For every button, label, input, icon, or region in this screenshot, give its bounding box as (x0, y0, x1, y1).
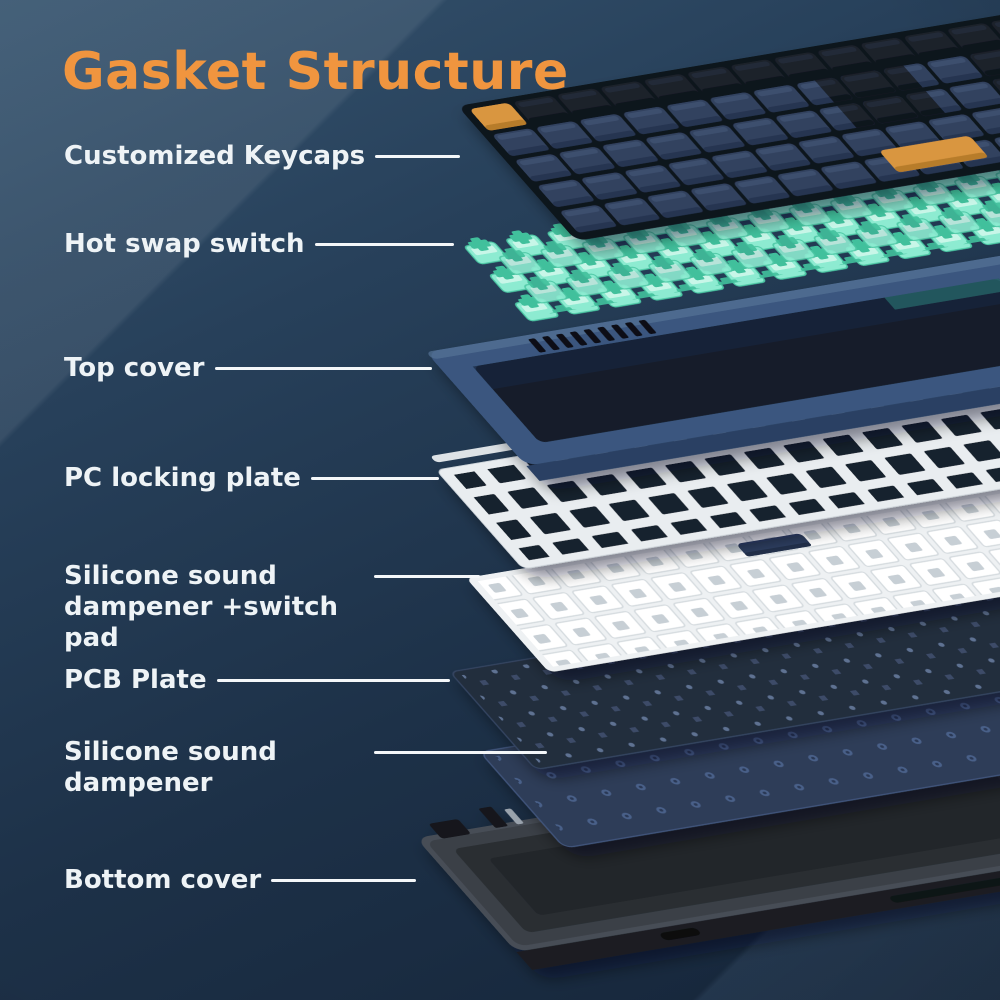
metal-pin (504, 808, 524, 825)
label-customized-keycaps: Customized Keycaps (64, 141, 460, 172)
accent-piece (738, 533, 812, 557)
label-text: Silicone sound dampener +switch pad (64, 561, 339, 653)
leader-line (374, 575, 480, 578)
label-top-cover: Top cover (64, 353, 432, 384)
label-silicone-dampener: Silicone sound dampener (64, 737, 547, 799)
leader-line (214, 367, 432, 370)
kickstand-foot (479, 806, 508, 828)
top-cover-layer (428, 254, 1000, 481)
leader-line (375, 155, 460, 158)
label-bottom-cover: Bottom cover (64, 865, 416, 896)
label-text: PC locking plate (64, 463, 301, 493)
label-text: Bottom cover (64, 865, 262, 895)
leader-line (314, 243, 454, 246)
label-silicone-switch-pad: Silicone sound dampener +switch pad (64, 561, 480, 654)
usb-port (660, 927, 700, 941)
leader-line (271, 879, 416, 882)
label-text: Hot swap switch (64, 229, 305, 259)
leader-line (374, 751, 547, 754)
vent-grille (528, 319, 656, 353)
label-text: Silicone sound dampener (64, 737, 277, 798)
leader-line (216, 679, 450, 682)
keycaps-layer (462, 6, 1000, 240)
page-title: Gasket Structure (62, 42, 569, 102)
switch-layer (452, 140, 1000, 324)
label-pcb-plate: PCB Plate (64, 665, 450, 696)
orange-wide-keycap (881, 136, 987, 172)
kickstand-foot (429, 819, 470, 839)
label-text: PCB Plate (64, 665, 207, 695)
label-pc-locking-plate: PC locking plate (64, 463, 439, 494)
label-text: Top cover (64, 353, 205, 383)
label-hot-swap-switch: Hot swap switch (64, 229, 454, 260)
bottom-cover-layer (421, 739, 1000, 970)
switch-pad-layer (469, 484, 1000, 672)
orange-esc-keycap (471, 103, 527, 131)
label-text: Customized Keycaps (64, 141, 366, 171)
leader-line (310, 477, 439, 480)
